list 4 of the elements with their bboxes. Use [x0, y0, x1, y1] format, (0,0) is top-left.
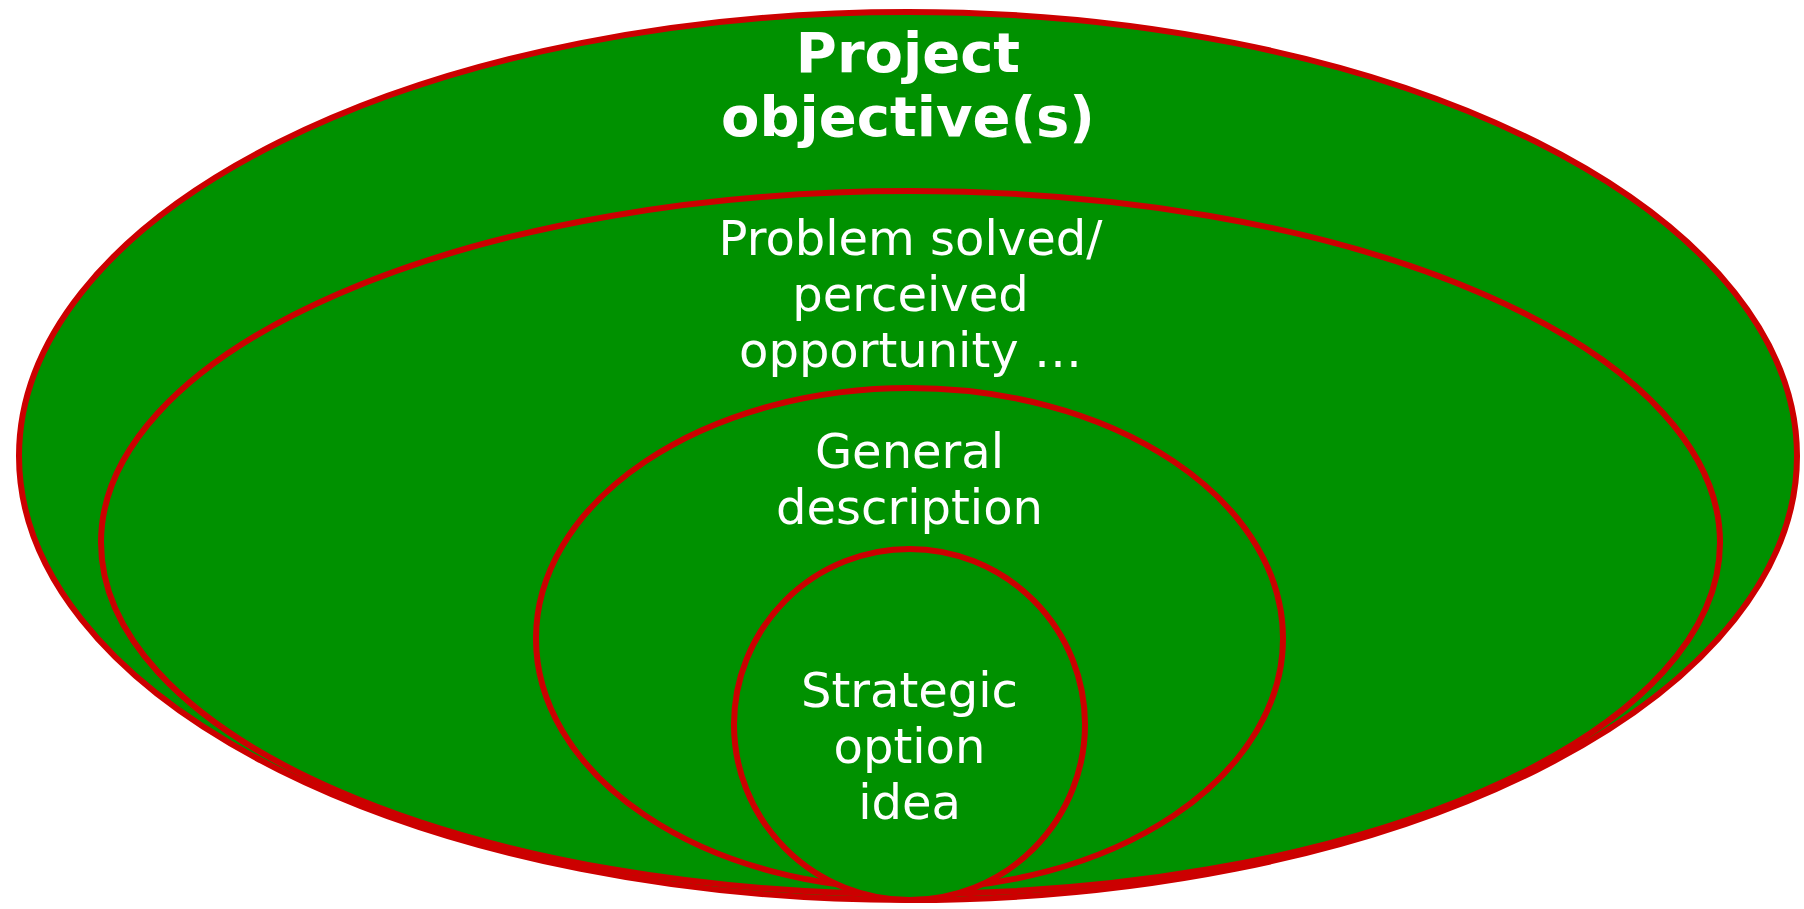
ellipse-label: General description — [775, 423, 1044, 535]
heading: Project objective(s) — [720, 21, 1096, 149]
ellipse-label: Problem solved/ perceived opportunity … — [717, 210, 1104, 378]
ellipse-label: Strategic option idea — [800, 662, 1019, 830]
